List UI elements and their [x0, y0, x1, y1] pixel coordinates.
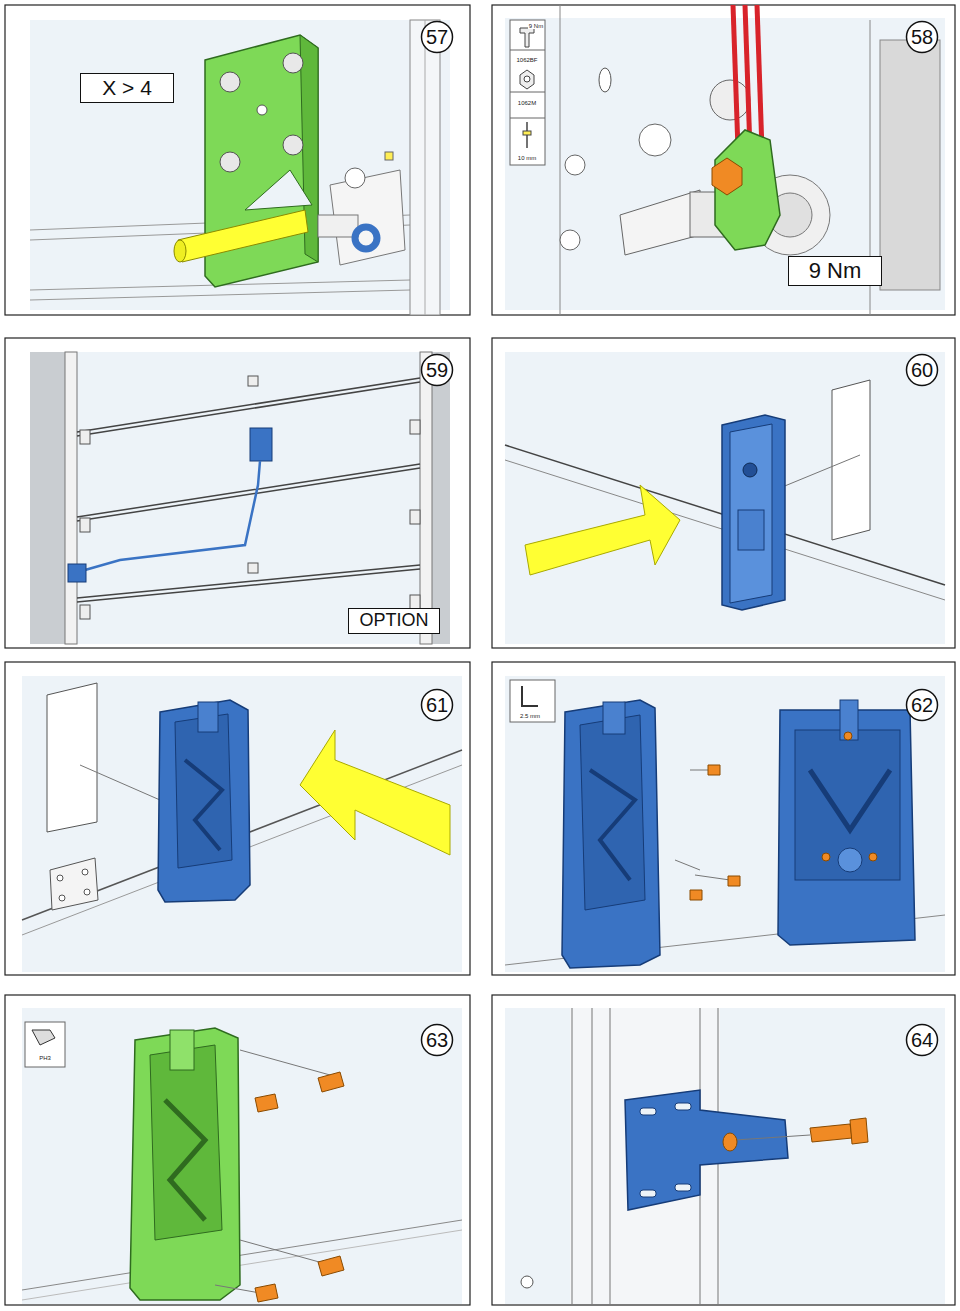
panel-62-art [505, 680, 945, 968]
step-number-text: 60 [911, 359, 933, 381]
panel-60-art [505, 380, 945, 610]
step-number-text: 57 [426, 26, 448, 48]
note-box: OPTION [348, 608, 440, 634]
step-number-text: 58 [911, 26, 933, 48]
step-number: 59 [420, 353, 454, 387]
note-text: X > 4 [102, 76, 152, 99]
icon-label: 10 mm [517, 155, 537, 161]
panel-frames [5, 5, 955, 1305]
step-number: 62 [905, 688, 939, 722]
step-number-text: 64 [911, 1029, 933, 1051]
panel-59-art [30, 352, 450, 644]
icon-label: 1062BF [515, 57, 538, 63]
step-number: 61 [420, 688, 454, 722]
step-number: 63 [420, 1023, 454, 1057]
step-number: 60 [905, 353, 939, 387]
note-text: 9 Nm [809, 259, 862, 283]
step-number-text: 63 [426, 1029, 448, 1051]
icon-label: 2.5 mm [519, 713, 541, 719]
icon-label: PH3 [38, 1055, 52, 1061]
step-number-text: 61 [426, 694, 448, 716]
note-box: X > 4 [80, 73, 174, 102]
icon-label: 1062M [517, 100, 537, 106]
panel-58-art [510, 5, 940, 315]
note-box: 9 Nm [788, 256, 882, 286]
icon-label: 9 Nm [528, 23, 544, 29]
step-number: 57 [420, 20, 454, 54]
panel-57-art [30, 20, 440, 315]
step-number-text: 59 [426, 359, 448, 381]
panel-63-art [22, 1022, 462, 1302]
step-number: 58 [905, 20, 939, 54]
panel-61-art [22, 683, 462, 935]
step-number: 64 [905, 1023, 939, 1057]
note-text: OPTION [359, 611, 428, 631]
step-number-text: 62 [911, 694, 933, 716]
panel-64-art [521, 1008, 868, 1304]
